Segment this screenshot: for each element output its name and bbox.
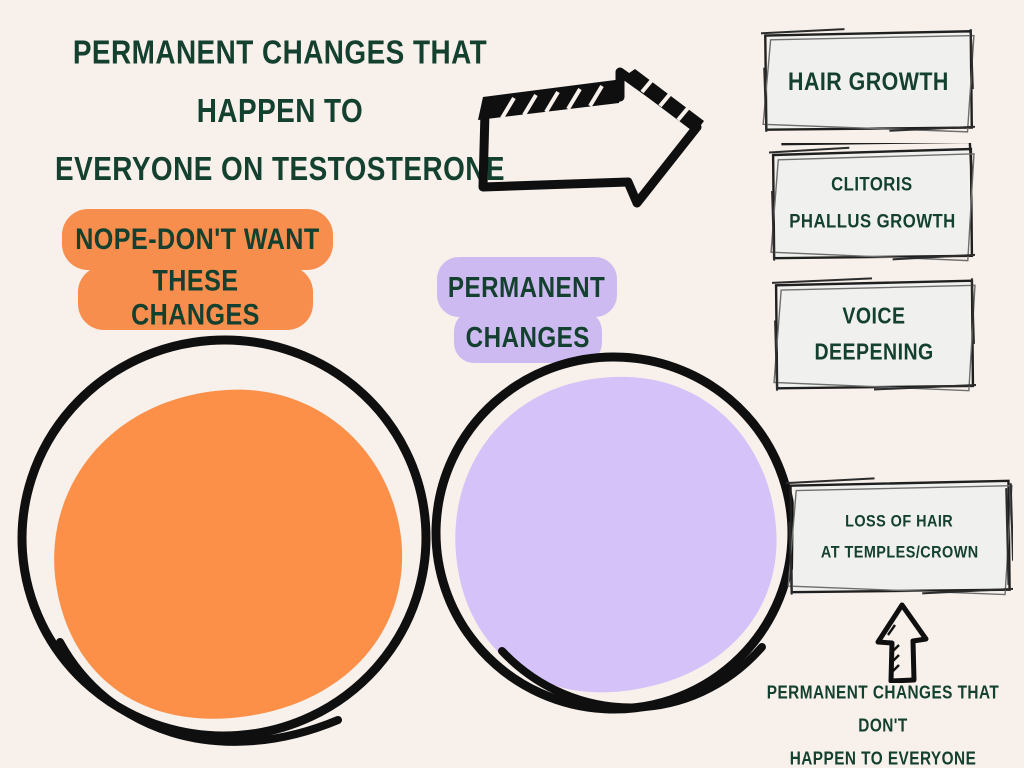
sketch-frame [786,476,1013,597]
voice-label-line2: DEEPENING [814,339,934,365]
clitoris-label-line2: PHALLUS GROWTH [788,209,956,232]
up-arrow-icon [875,602,929,683]
nope-label-line1: NOPE-DON'T WANT [75,222,320,256]
permanent-label-line2-pill: CHANGES [454,311,602,363]
voice-deepening-box: VOICE DEEPENING [772,276,976,393]
sketch-frame [761,27,975,134]
hair-loss-label-line1: LOSS OF HAIR [845,511,954,531]
hair-growth-label: HAIR GROWTH [787,66,949,95]
page-title: PERMANENT CHANGES THAT HAPPEN TO EVERYON… [36,24,523,199]
purple-circle [431,352,797,714]
hair-growth-box: HAIR GROWTH [761,27,975,134]
page-title-line1: PERMANENT CHANGES THAT HAPPEN TO [72,35,488,130]
nope-label-line2: THESE CHANGES [131,263,260,331]
sketch-frame [769,143,975,263]
clitoris-label-line1: CLITORIS [831,172,913,195]
right-arrow-icon [478,67,704,208]
clitoris-phallus-growth-box: CLITORIS PHALLUS GROWTH [769,143,975,263]
sketch-frame [772,276,976,393]
hair-loss-label-line2: AT TEMPLES/CROWN [820,542,979,562]
orange-circle [17,335,431,746]
permanent-label-line1-pill: PERMANENT [437,257,617,317]
nope-label-line2-pill: THESE CHANGES [78,263,313,331]
footnote-line1: PERMANENT CHANGES THAT DON'T [766,683,1000,736]
footnote: PERMANENT CHANGES THAT DON'T HAPPEN TO E… [752,677,1014,768]
permanent-label-line1: PERMANENT [448,269,606,303]
page-title-line2: EVERYONE ON TESTOSTERONE [55,151,505,188]
hair-loss-box: LOSS OF HAIR AT TEMPLES/CROWN [786,476,1013,597]
permanent-label-line2: CHANGES [465,319,591,353]
voice-label-line1: VOICE [842,303,906,329]
nope-label-line1-pill: NOPE-DON'T WANT [62,209,333,270]
footnote-line2: HAPPEN TO EVERYONE [789,749,977,768]
